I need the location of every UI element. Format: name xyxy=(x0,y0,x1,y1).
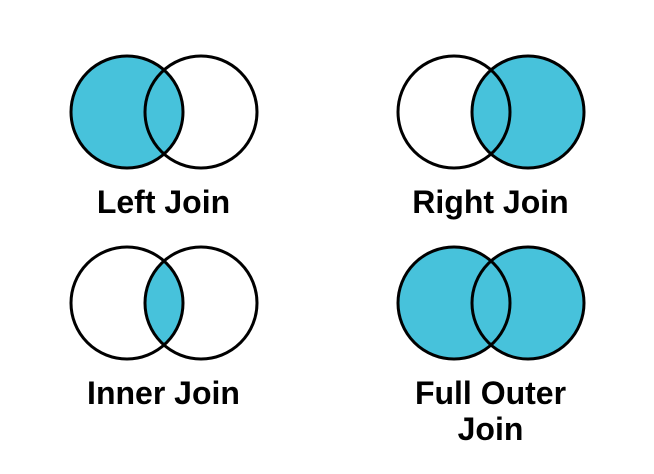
right-join-venn-diagram xyxy=(391,52,591,172)
left-join-figure: Left Join xyxy=(0,0,327,237)
left-join-label: Left Join xyxy=(96,184,231,220)
inner-join-label: Inner Join xyxy=(87,375,240,411)
right-join-label: Right Join xyxy=(412,184,569,220)
right-circle-outline xyxy=(470,54,585,170)
full-outer-join-venn-diagram xyxy=(391,243,591,363)
left-join-venn-diagram xyxy=(64,52,264,172)
intersection-fill xyxy=(144,247,183,359)
right-circle-fill xyxy=(471,56,584,168)
right-circle-outline xyxy=(470,245,585,361)
left-circle-outline xyxy=(69,245,184,361)
right-circle-outline xyxy=(143,54,258,170)
full-outer-join-label: Full Outer Join xyxy=(414,375,567,447)
left-circle-outline xyxy=(396,245,511,361)
left-circle-outline xyxy=(69,54,184,170)
full-outer-join-figure: Full Outer Join xyxy=(327,237,654,474)
right-circle-fill xyxy=(471,247,584,359)
inner-join-figure: Inner Join xyxy=(0,237,327,474)
right-circle-outline xyxy=(143,245,258,361)
left-circle-fill xyxy=(70,56,183,168)
inner-join-venn-diagram xyxy=(64,243,264,363)
left-circle-outline xyxy=(396,54,511,170)
right-join-figure: Right Join xyxy=(327,0,654,237)
